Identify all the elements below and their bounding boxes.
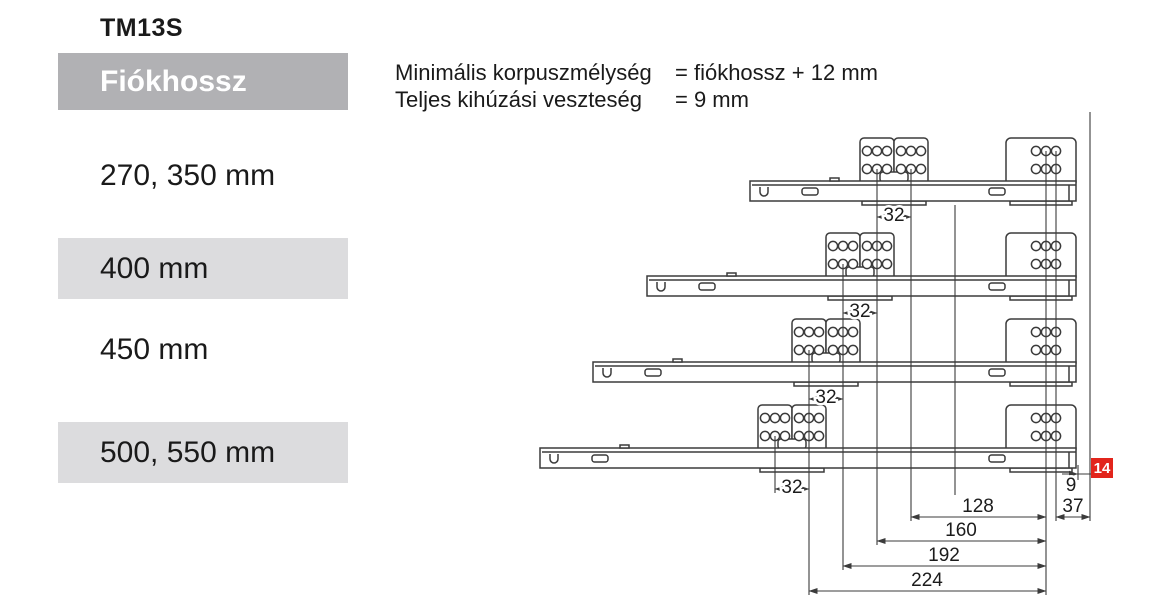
rail-slot: [988, 187, 1006, 196]
rail-hook: [549, 454, 559, 464]
dim-label-depth-160: 160: [945, 520, 977, 541]
page-ref-badge-label: 14: [1094, 460, 1111, 477]
size-row-label: 270, 350 mm: [100, 159, 276, 192]
rail-hook: [759, 187, 769, 197]
size-row-400: 400 mm: [58, 238, 348, 299]
slide-drawing-500-550: [539, 404, 1077, 473]
dim-label-depth-128: 128: [962, 496, 994, 517]
rail-slot: [698, 282, 716, 291]
rail: [539, 444, 1077, 469]
dim-label-depth-192: 192: [928, 545, 960, 566]
dim-label-pitch-2: 32: [849, 301, 870, 322]
dimension-lines: [774, 214, 1091, 594]
dim-label-pitch-3: 32: [815, 387, 836, 408]
dim-label-pitch-4: 32: [781, 477, 802, 498]
spec-name: Teljes kihúzási veszteség: [395, 87, 643, 112]
slide-drawing-270-350: [749, 137, 1077, 206]
rail-slot: [988, 454, 1006, 463]
rail: [646, 272, 1077, 297]
spec-value: = fiókhossz + 12 mm: [675, 60, 878, 85]
spec-row-min-depth: Minimális korpuszmélység = fiókhossz + 1…: [395, 59, 878, 86]
rail-slot: [988, 282, 1006, 291]
spec-block: Minimális korpuszmélység = fiókhossz + 1…: [395, 59, 878, 113]
rail-slot: [591, 454, 609, 463]
slide-drawing-450: [592, 318, 1077, 387]
size-row-450: 450 mm: [58, 320, 348, 380]
size-row-label: 500, 550 mm: [100, 435, 276, 469]
size-row-500-550: 500, 550 mm: [58, 422, 348, 483]
dim-label-depth-224: 224: [911, 570, 943, 591]
page-ref-badge: 14: [1091, 458, 1113, 478]
drawer-length-header-label: Fiókhossz: [100, 64, 247, 98]
size-row-label: 400 mm: [100, 251, 209, 285]
rail-hook: [656, 282, 666, 292]
spec-name: Minimális korpuszmélység: [395, 60, 652, 85]
size-row-label: 450 mm: [100, 333, 209, 366]
spec-row-extension-loss: Teljes kihúzási veszteség = 9 mm: [395, 86, 878, 113]
rail-slot: [988, 368, 1006, 377]
page-title: TM13S: [100, 14, 184, 42]
rear-bracket: [859, 137, 929, 206]
slide-drawing-400: [646, 232, 1077, 301]
front-bracket: [1005, 137, 1077, 206]
rail: [592, 358, 1077, 383]
rail-slot: [801, 187, 819, 196]
slide-dimension-diagram: 32 32 32 32 128 160 192 224 37 9 14: [539, 112, 1113, 595]
spec-value: = 9 mm: [675, 87, 749, 112]
dim-label-pitch-1: 32: [883, 205, 904, 226]
rail-slot: [644, 368, 662, 377]
rail: [749, 177, 1077, 202]
drawer-length-header: Fiókhossz: [58, 53, 348, 110]
size-row-270-350: 270, 350 mm: [58, 146, 348, 206]
rail-hook: [602, 368, 612, 378]
dim-label-front-offset: 37: [1062, 496, 1083, 517]
dim-label-extension-loss: 9: [1066, 475, 1077, 496]
